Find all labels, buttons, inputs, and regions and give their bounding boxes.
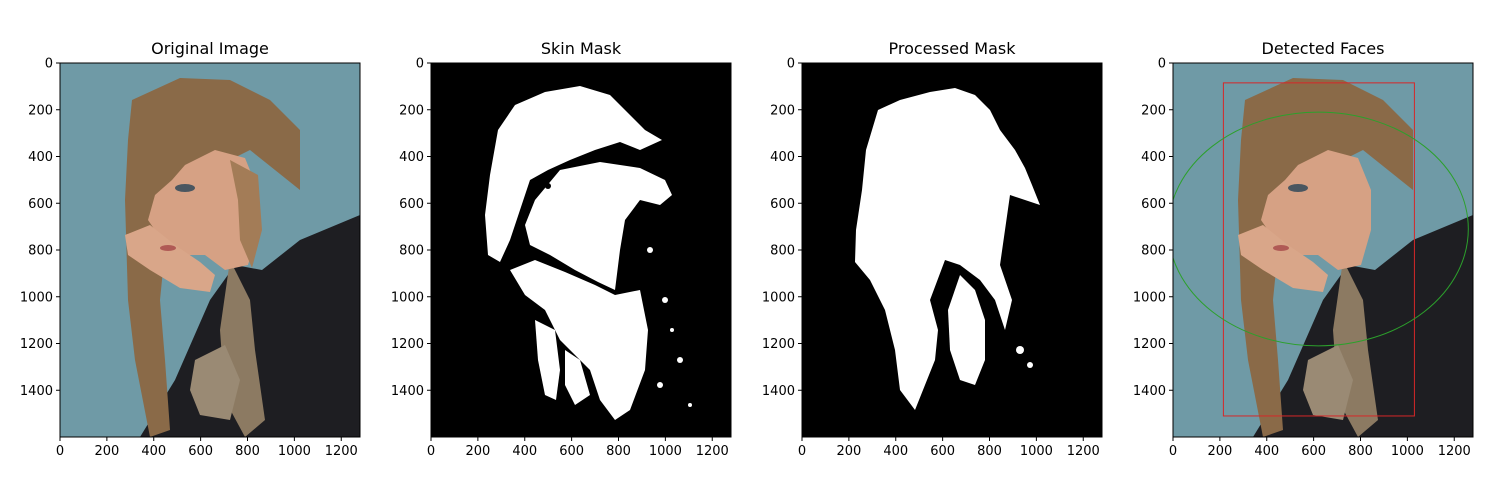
y-tick-label: 1000 xyxy=(762,290,795,305)
panel-processed-mask: Processed Mask 0 200 400 600 800 1000 1200 0 200… xyxy=(762,39,1103,459)
x-tick-label: 400 xyxy=(512,444,537,459)
y-tick-label: 1200 xyxy=(1133,337,1166,352)
x-tick-label: 0 xyxy=(427,444,435,459)
x-tick-label: 200 xyxy=(94,444,119,459)
y-tick-label: 1000 xyxy=(391,290,424,305)
panel-title: Skin Mask xyxy=(541,39,622,58)
x-tick-label: 1200 xyxy=(1438,444,1471,459)
x-tick-label: 1000 xyxy=(1391,444,1424,459)
x-tick-label: 600 xyxy=(930,444,955,459)
x-tick-label: 200 xyxy=(836,444,861,459)
skin-mask-image xyxy=(431,63,731,437)
y-tick-label: 600 xyxy=(399,197,424,212)
panel-title: Original Image xyxy=(151,39,269,58)
y-tick-label: 800 xyxy=(399,244,424,259)
x-tick-label: 1000 xyxy=(1020,444,1053,459)
y-tick-label: 800 xyxy=(28,244,53,259)
y-tick-label: 200 xyxy=(399,103,424,118)
y-tick-label: 600 xyxy=(1141,197,1166,212)
x-tick-label: 1000 xyxy=(278,444,311,459)
x-tick-label: 400 xyxy=(883,444,908,459)
y-tick-label: 200 xyxy=(1141,103,1166,118)
y-tick-label: 800 xyxy=(770,244,795,259)
y-tick-label: 600 xyxy=(770,197,795,212)
x-tick-label: 1200 xyxy=(696,444,729,459)
face-ellipse xyxy=(1173,111,1469,347)
detected-photo-image xyxy=(1173,63,1473,437)
x-tick-label: 600 xyxy=(559,444,584,459)
y-tick-label: 1400 xyxy=(1133,384,1166,399)
x-tick-label: 800 xyxy=(1348,444,1373,459)
x-tick-label: 400 xyxy=(141,444,166,459)
panel-detected-faces: Detected Faces 0 200 400 600 800 1000 1200 0 200… xyxy=(1133,39,1474,459)
x-tick-label: 0 xyxy=(798,444,806,459)
y-tick-label: 400 xyxy=(399,150,424,165)
panel-skin-mask: Skin Mask 0 200 400 600 800 1000 1200 0 200 400 60… xyxy=(391,39,732,459)
y-tick-label: 1000 xyxy=(1133,290,1166,305)
y-tick-label: 0 xyxy=(787,57,795,72)
y-tick-label: 600 xyxy=(28,197,53,212)
y-tick-label: 800 xyxy=(1141,244,1166,259)
y-tick-label: 200 xyxy=(770,103,795,118)
x-tick-label: 1000 xyxy=(649,444,682,459)
x-tick-label: 400 xyxy=(1254,444,1279,459)
x-tick-label: 200 xyxy=(1207,444,1232,459)
x-tick-label: 600 xyxy=(188,444,213,459)
x-tick-label: 0 xyxy=(56,444,64,459)
y-tick-label: 0 xyxy=(1158,57,1166,72)
photo-image xyxy=(60,63,360,437)
panel-title: Processed Mask xyxy=(889,39,1017,58)
x-tick-label: 0 xyxy=(1169,444,1177,459)
x-tick-label: 800 xyxy=(606,444,631,459)
y-tick-label: 400 xyxy=(770,150,795,165)
x-tick-label: 600 xyxy=(1301,444,1326,459)
panel-original: Original Image 0 200 400 600 800 1000 1200 0 200… xyxy=(20,39,361,459)
y-tick-label: 1400 xyxy=(762,384,795,399)
y-tick-label: 0 xyxy=(45,57,53,72)
y-tick-label: 1000 xyxy=(20,290,53,305)
x-tick-label: 800 xyxy=(977,444,1002,459)
x-tick-label: 800 xyxy=(235,444,260,459)
y-tick-label: 1200 xyxy=(20,337,53,352)
y-tick-label: 200 xyxy=(28,103,53,118)
y-tick-label: 1400 xyxy=(391,384,424,399)
x-tick-label: 1200 xyxy=(1067,444,1100,459)
y-tick-label: 400 xyxy=(1141,150,1166,165)
y-tick-label: 1200 xyxy=(391,337,424,352)
y-tick-label: 1200 xyxy=(762,337,795,352)
y-tick-label: 0 xyxy=(416,57,424,72)
x-tick-label: 1200 xyxy=(325,444,358,459)
panel-title: Detected Faces xyxy=(1262,39,1385,58)
x-tick-label: 200 xyxy=(465,444,490,459)
y-tick-label: 1400 xyxy=(20,384,53,399)
processed-mask-image xyxy=(802,63,1102,437)
face-bounding-box xyxy=(1222,82,1415,417)
y-tick-label: 400 xyxy=(28,150,53,165)
